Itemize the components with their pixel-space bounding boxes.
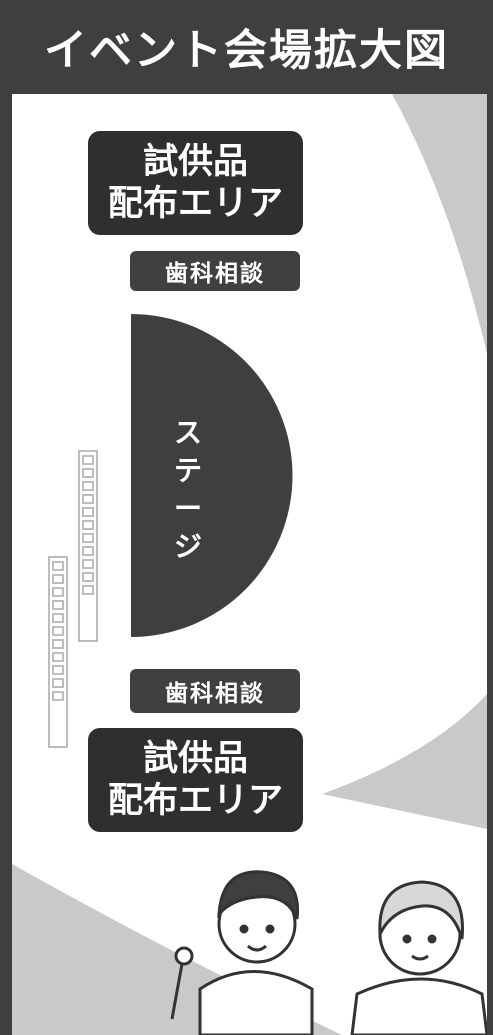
sample-area-top-line2: 配布エリア <box>107 184 283 224</box>
seat <box>52 665 64 675</box>
seat <box>82 468 94 478</box>
sample-area-bottom-line2: 配布エリア <box>107 781 283 821</box>
seat <box>52 639 64 649</box>
stage-label: ス テ ー ジ <box>158 414 218 566</box>
seat <box>82 572 94 582</box>
seat <box>52 561 64 571</box>
background-shapes <box>12 94 487 1035</box>
seat <box>82 507 94 517</box>
seat <box>82 546 94 556</box>
seating-row-right <box>78 450 98 642</box>
stage-char-1: ス <box>173 416 202 449</box>
seat <box>52 626 64 636</box>
top-right-band <box>392 94 487 354</box>
seat <box>82 533 94 543</box>
dental-consult-top: 歯科相談 <box>130 251 300 291</box>
seat <box>52 691 64 701</box>
stage-char-2: テ <box>173 454 202 487</box>
sample-area-top-line1: 試供品 <box>142 142 248 182</box>
dentist-icon <box>170 870 314 1035</box>
page-title: イベント会場拡大図 <box>44 26 449 76</box>
right-band <box>322 694 487 829</box>
hygienist-icon <box>350 880 487 1035</box>
bottom-left-band <box>12 864 342 1035</box>
seat <box>82 481 94 491</box>
map-panel: 試供品 配布エリア 歯科相談 ス テ ー ジ 歯科相談 試供品 配布エリア <box>12 94 487 1035</box>
sample-area-top: 試供品 配布エリア <box>88 131 303 235</box>
seat <box>52 574 64 584</box>
seat <box>82 520 94 530</box>
seat <box>82 585 94 595</box>
seat <box>52 678 64 688</box>
seat <box>82 559 94 569</box>
seat <box>82 455 94 465</box>
dental-consult-bottom: 歯科相談 <box>130 669 300 713</box>
seat <box>52 652 64 662</box>
seat <box>52 613 64 623</box>
stage-char-3: ー <box>173 492 202 525</box>
stage-shape <box>131 314 293 637</box>
seat <box>52 587 64 597</box>
seat <box>52 600 64 610</box>
stage-char-4: ジ <box>173 530 202 563</box>
sample-area-bottom-line1: 試供品 <box>142 739 248 779</box>
seating-row-left <box>48 556 68 748</box>
seat <box>82 494 94 504</box>
sample-area-bottom: 試供品 配布エリア <box>88 728 303 832</box>
